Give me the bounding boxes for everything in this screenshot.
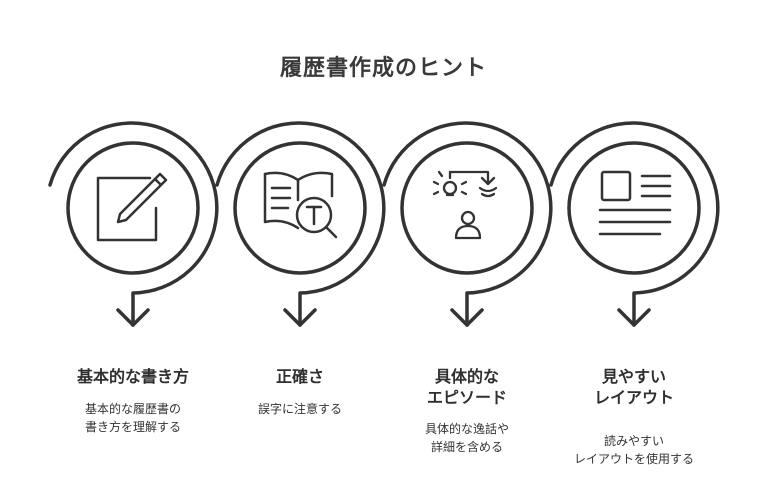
step-2-desc-line-1: 誤字に注意する [257, 402, 342, 416]
step-1-description: 基本的な履歴書の 書き方を理解する [48, 400, 218, 436]
step-1-shape [48, 121, 219, 327]
step-1-desc-line-2: 書き方を理解する [84, 420, 181, 434]
step-4-heading: 見やすい レイアウト [549, 366, 719, 408]
step-3-desc-line-2: 詳細を含める [430, 440, 503, 454]
pencil-note-icon [96, 172, 168, 242]
step-3-shape [382, 121, 553, 327]
step-4-heading-line-2: レイアウト [593, 388, 674, 407]
step-3-description: 具体的な逸話や 詳細を含める [382, 420, 552, 456]
step-2-description: 誤字に注意する [215, 400, 385, 418]
step-1-heading: 基本的な書き方 [48, 366, 218, 387]
step-4-description: 読みやすい レイアウトを使用する [549, 432, 719, 468]
step-2-heading: 正確さ [215, 366, 385, 387]
step-1-heading-line-1: 基本的な書き方 [76, 367, 189, 386]
step-2-heading-line-1: 正確さ [275, 367, 324, 386]
step-3-heading-line-1: 具体的な [434, 367, 499, 386]
step-3-desc-line-1: 具体的な逸話や [424, 422, 509, 436]
step-4-desc-line-1: 読みやすい [603, 434, 664, 448]
step-1-desc-line-1: 基本的な履歴書の [84, 402, 181, 416]
step-4-heading-line-1: 見やすい [601, 367, 666, 386]
step-2-shape [215, 121, 386, 327]
page-title: 履歴書作成のヒント [279, 56, 487, 81]
step-4-shape [549, 121, 720, 327]
step-3-heading: 具体的な エピソード [382, 366, 552, 408]
step-4-desc-line-2: レイアウトを使用する [573, 452, 694, 466]
layout-icon [598, 170, 672, 236]
presenter-icon [432, 170, 498, 240]
step-3-heading-line-2: エピソード [426, 388, 507, 407]
book-search-icon [263, 171, 338, 239]
